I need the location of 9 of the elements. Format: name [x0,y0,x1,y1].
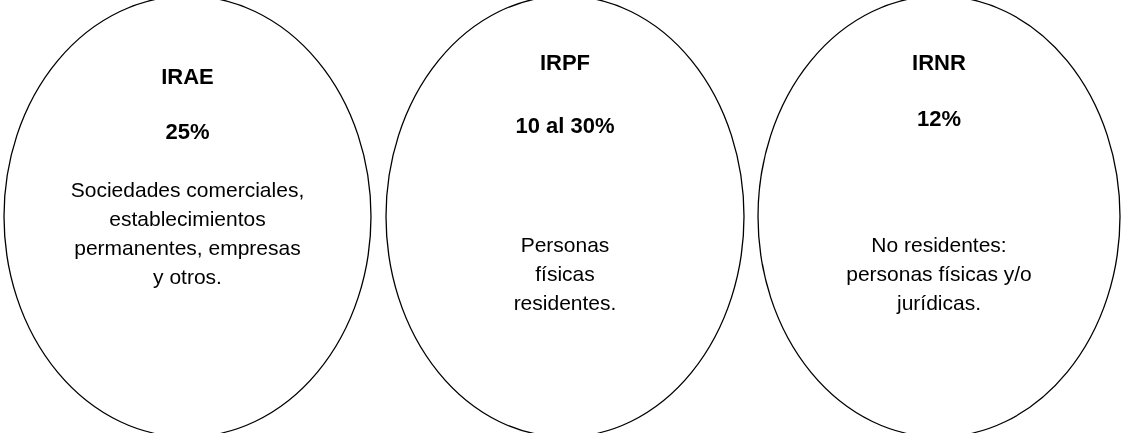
tax-name: IRPF [538,49,592,77]
taxpayer-description: No residentes: personas físicas y/o jurídicas. [845,232,1033,316]
tax-rate: 10 al 30% [514,112,616,140]
tax-name: IRNR [911,49,967,77]
tax-name: IRAE [160,63,215,91]
taxpayer-description: Personas físicas residentes. [512,232,618,316]
taxpayer-description: Sociedades comerciales, establecimientos permanentes, empresas y otros. [69,177,306,290]
tax-rate: 12% [915,105,962,133]
tax-rate: 25% [164,118,211,146]
